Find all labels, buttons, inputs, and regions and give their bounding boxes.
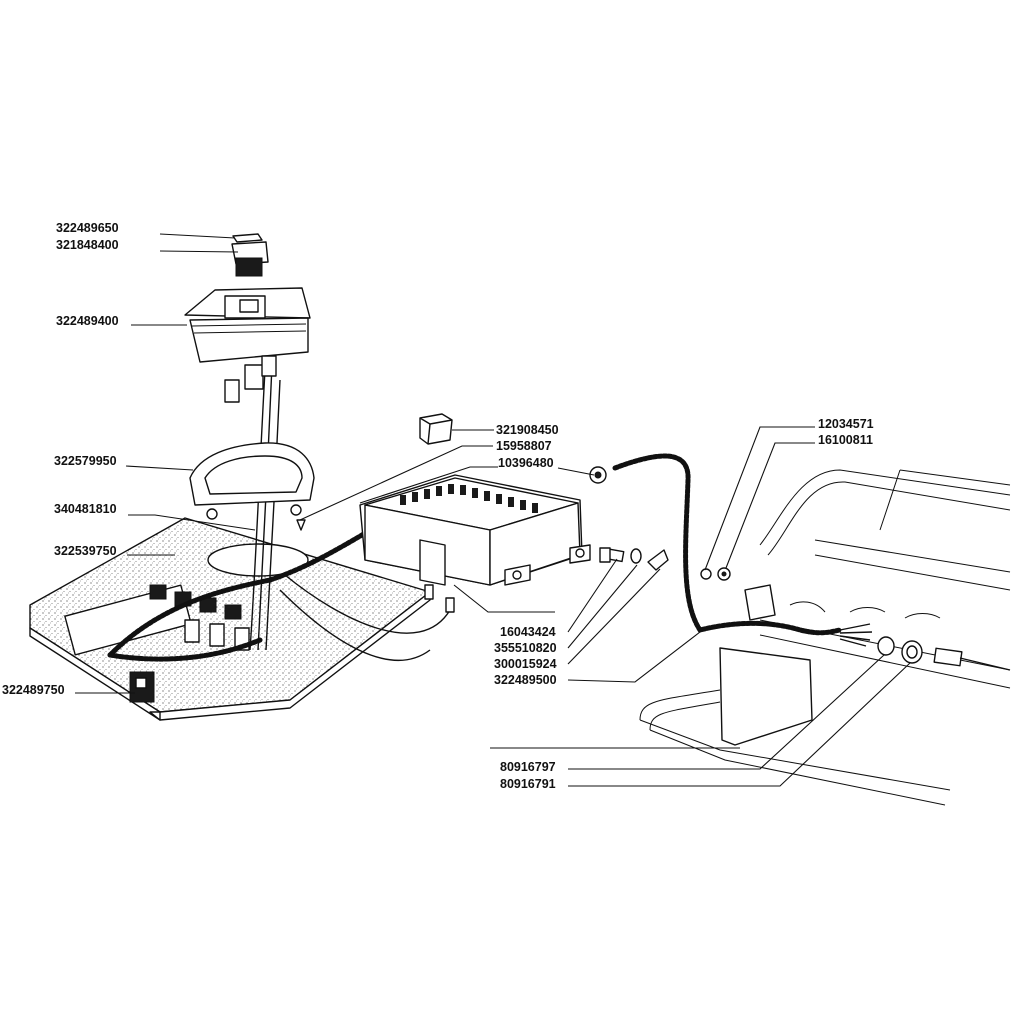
dashboard-panel — [29, 517, 431, 721]
part-label-12034571: 12034571 — [818, 417, 874, 431]
part-label-80916791: 80916791 — [500, 777, 556, 791]
part-label-322539750: 322539750 — [54, 544, 117, 558]
wire-terminal — [445, 597, 455, 613]
nut-10396480 — [589, 466, 607, 484]
connector — [244, 364, 264, 390]
part-label-322579950: 322579950 — [54, 454, 117, 468]
part-label-80916797: 80916797 — [500, 760, 556, 774]
part-label-300015924: 300015924 — [494, 657, 557, 671]
instrument-cluster — [184, 287, 311, 363]
part-label-322489500: 322489500 — [494, 673, 557, 687]
nut-16100811 — [717, 567, 731, 581]
leader-lines — [75, 233, 911, 787]
part-label-16100811: 16100811 — [818, 433, 873, 447]
socket-80916791 — [901, 640, 923, 664]
connector — [261, 355, 277, 377]
plug-connector — [933, 647, 1011, 671]
part-label-322489650: 322489650 — [56, 221, 119, 235]
rocker-switch — [231, 241, 269, 277]
panel-switch-cluster — [149, 584, 250, 651]
panel-bracket-322489750 — [129, 671, 155, 703]
fuse-box — [359, 474, 591, 586]
relay — [419, 413, 453, 445]
part-label-15958807: 15958807 — [496, 439, 552, 453]
ground-nut-12034571 — [700, 568, 712, 580]
cluster-cowl — [189, 442, 315, 520]
grommet-80916797 — [877, 636, 895, 656]
screw — [296, 519, 306, 531]
washer-355510820 — [630, 548, 642, 564]
part-labels: 322489650 321848400 322489400 322579950 … — [2, 221, 874, 791]
part-label-10396480: 10396480 — [498, 456, 554, 470]
rear-frame — [639, 469, 1011, 806]
part-label-16043424: 16043424 — [500, 625, 556, 639]
part-label-355510820: 355510820 — [494, 641, 557, 655]
bolt-16043424 — [599, 547, 625, 563]
part-label-340481810: 340481810 — [54, 502, 117, 516]
connector — [224, 379, 240, 403]
wire-terminal — [424, 584, 434, 600]
rear-harness — [612, 453, 843, 636]
part-label-322489750: 322489750 — [2, 683, 65, 697]
clip-300015924 — [647, 549, 669, 571]
part-label-322489400: 322489400 — [56, 314, 119, 328]
part-label-321908450: 321908450 — [496, 423, 559, 437]
switch-cap — [232, 233, 263, 243]
part-label-321848400: 321848400 — [56, 238, 119, 252]
